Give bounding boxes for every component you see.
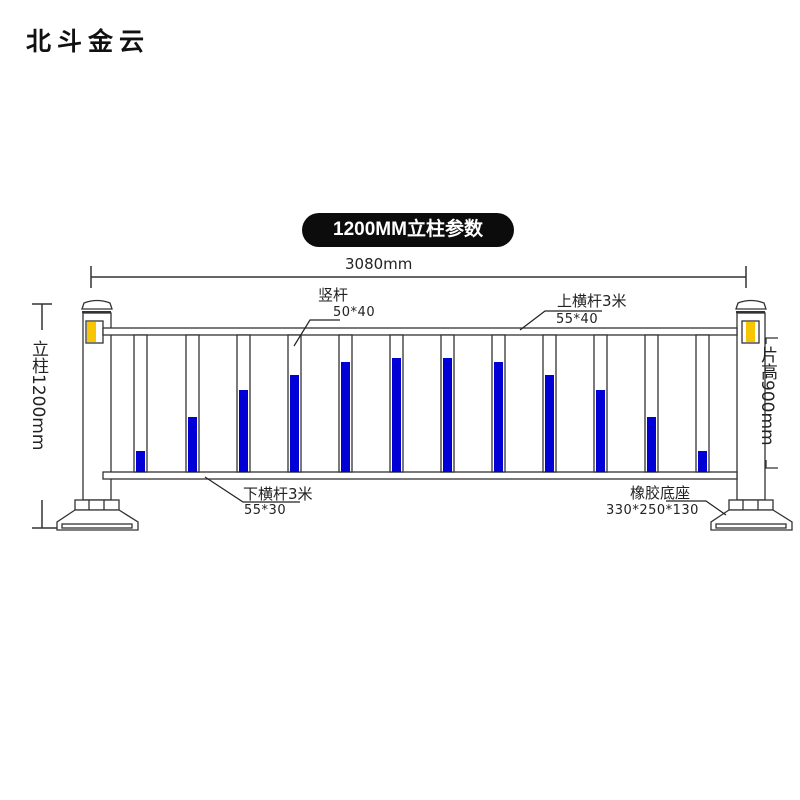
leader-lines xyxy=(204,310,727,516)
picket-label: 竖杆 xyxy=(318,286,349,304)
top-rail-size: 55*40 xyxy=(556,312,599,327)
picket-fill xyxy=(188,417,197,472)
panel-height-label: 片高900mm xyxy=(757,346,777,446)
bottom-rail xyxy=(102,471,738,480)
picket-fill xyxy=(239,390,248,472)
picket-fill xyxy=(596,390,605,472)
left-post xyxy=(56,299,139,531)
top-rail xyxy=(102,327,738,336)
reflector-right xyxy=(746,322,755,342)
picket-fill xyxy=(443,358,452,472)
post-height-label: 立柱1200mm xyxy=(28,340,48,451)
picket-fill xyxy=(290,375,299,472)
right-post xyxy=(710,299,793,531)
pickets-group xyxy=(133,334,710,473)
width-dimension-line xyxy=(90,266,747,288)
reflector-left xyxy=(87,322,96,342)
base-size: 330*250*130 xyxy=(606,503,699,518)
picket-fill xyxy=(341,362,350,472)
bottom-rail-size: 55*30 xyxy=(244,503,287,518)
picket-fill xyxy=(545,375,554,472)
base-label: 橡胶底座 xyxy=(630,484,691,502)
picket-fill xyxy=(136,451,145,472)
total-width-label: 3080mm xyxy=(345,255,413,273)
spec-title-badge: 1200MM立柱参数 xyxy=(302,213,514,247)
brand-logo: 北斗金云 xyxy=(26,27,151,56)
picket-fill xyxy=(698,451,707,472)
bottom-rail-label: 下横杆3米 xyxy=(243,485,313,503)
picket-fill xyxy=(392,358,401,472)
picket-size: 50*40 xyxy=(333,305,376,320)
picket-fill xyxy=(647,417,656,472)
picket-fill xyxy=(494,362,503,472)
top-rail-label: 上横杆3米 xyxy=(557,292,627,310)
